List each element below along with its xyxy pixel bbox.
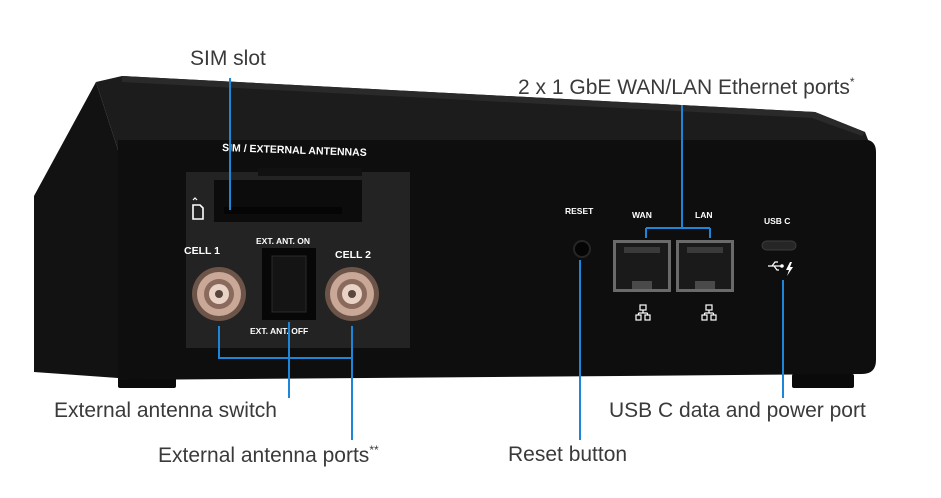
cell1-label: CELL 1: [184, 245, 220, 257]
antenna-switch-lever: [271, 255, 307, 313]
sim-slot-callout: SIM slot: [190, 47, 266, 70]
usb-c-label: USB C: [764, 216, 790, 226]
usb-c-callout: USB C data and power port: [609, 399, 866, 422]
usb-icon: [768, 261, 784, 271]
reset-label: RESET: [565, 206, 594, 216]
sim-card-icon: [192, 197, 204, 220]
sim-slot-opening: [224, 207, 342, 214]
antenna-switch-callout: External antenna switch: [54, 399, 277, 422]
ethernet-ports-text: 2 x 1 GbE WAN/LAN Ethernet ports: [518, 76, 850, 99]
antenna-ports-callout: External antenna ports**: [158, 443, 379, 468]
usb-c-port: [761, 240, 797, 251]
antenna-connector-cell1: [192, 267, 246, 321]
device-top: [96, 76, 872, 150]
lan-label: LAN: [695, 210, 712, 220]
device-left-side: [34, 82, 118, 378]
ethernet-port-lan: [676, 240, 734, 292]
ethernet-port-wan: [613, 240, 671, 292]
ethernet-ports-callout: 2 x 1 GbE WAN/LAN Ethernet ports*: [518, 75, 855, 100]
ethernet-ports-footnote-mark: *: [849, 75, 855, 89]
cell2-label: CELL 2: [335, 249, 371, 261]
sim-slot-ridge: [258, 168, 362, 176]
antenna-ports-text: External antenna ports: [158, 444, 370, 467]
sim-panel-label: SIM / EXTERNAL ANTENNAS: [222, 142, 367, 159]
ext-ant-off-label: EXT. ANT. OFF: [250, 326, 308, 336]
lightning-icon: [786, 262, 793, 276]
ext-ant-on-label: EXT. ANT. ON: [256, 236, 310, 246]
network-icon: [701, 304, 717, 321]
reset-button-callout: Reset button: [508, 443, 628, 466]
device-foot-right: [792, 374, 854, 388]
device-edge-highlight: [122, 76, 865, 136]
sim-slot-cavity: [214, 180, 362, 222]
leader-antenna-ports: [218, 326, 353, 440]
leader-ethernet: [645, 105, 711, 238]
antenna-connector-cell2: [325, 267, 379, 321]
wan-label: WAN: [632, 210, 652, 220]
network-icon: [635, 304, 651, 321]
antenna-ports-footnote-mark: **: [369, 443, 379, 457]
reset-button-hole: [573, 240, 591, 258]
